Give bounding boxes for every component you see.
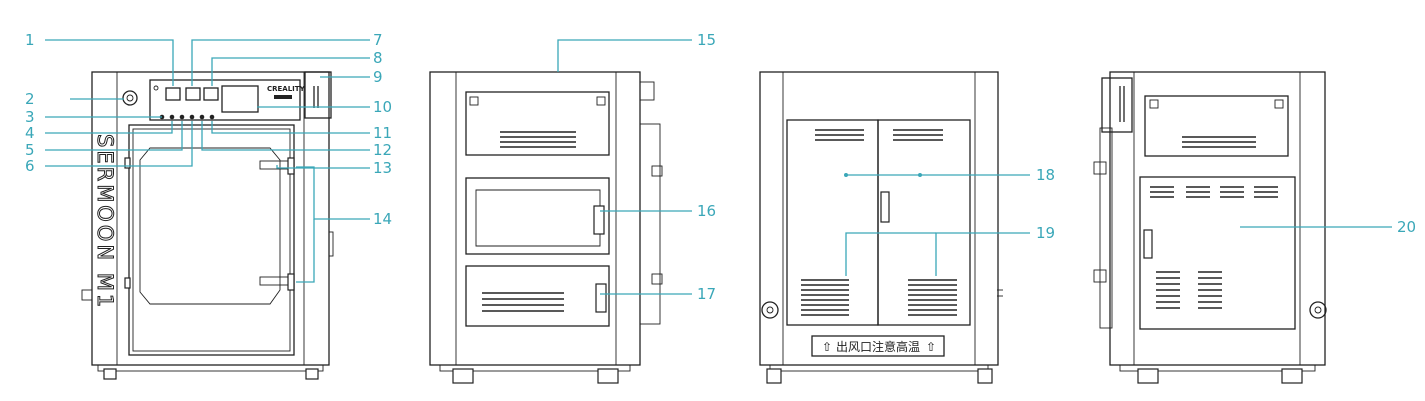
- rear-cabinet: [759, 71, 999, 366]
- callout-2: 2: [25, 90, 35, 108]
- middle-door-handle: [593, 205, 605, 235]
- callout-18: 18: [1036, 166, 1055, 184]
- warning-label-box: [811, 335, 945, 357]
- callout-19: 19: [1036, 224, 1055, 242]
- warning-label: 出风口注意高温: [836, 339, 920, 354]
- front-foot-right: [305, 368, 319, 380]
- callout-15: 15: [697, 31, 716, 49]
- power-knob: [122, 90, 138, 106]
- side-view-2: [1093, 71, 1327, 384]
- display-2: [185, 87, 201, 101]
- upper-vent: [500, 131, 576, 148]
- filament-box: [304, 71, 332, 119]
- svg-text:⇧: ⇧: [822, 340, 832, 354]
- touch-screen: [221, 85, 259, 113]
- callout-14: 14: [373, 210, 392, 228]
- rear-top-vent-right: [893, 129, 943, 141]
- callout-9: 9: [373, 68, 383, 86]
- callout-13: 13: [373, 159, 392, 177]
- side2-upper-vent: [1182, 136, 1256, 148]
- callout-12: 12: [373, 141, 392, 159]
- rear-exhaust-vent-left: [801, 279, 849, 316]
- callout-8: 8: [373, 49, 383, 67]
- callout-labels: 1 2 3 4 5 6 7 8 9 10 11 12 13 14 15 16 1…: [25, 31, 1416, 303]
- panel-buttons: [159, 114, 215, 120]
- caster-right: [597, 368, 619, 384]
- callout-11: 11: [373, 124, 392, 142]
- side-brand-text: SERMOON M1: [93, 134, 117, 310]
- svg-text:⇧: ⇧: [926, 340, 936, 354]
- display-1: [165, 87, 181, 101]
- lower-vent: [482, 292, 564, 312]
- rear-caster-right: [977, 368, 993, 384]
- callout-1: 1: [25, 31, 35, 49]
- front-foot-left: [103, 368, 117, 380]
- rear-view: ⇧ 出风口注意高温 ⇧: [759, 71, 1003, 384]
- front-view: CREALITY SERMOON M1: [81, 71, 334, 380]
- side-view: [429, 71, 663, 384]
- callout-6: 6: [25, 157, 35, 175]
- callout-5: 5: [25, 141, 35, 159]
- rear-exhaust-vent-right: [908, 279, 957, 316]
- callout-4: 4: [25, 124, 35, 142]
- upper-panel: [465, 91, 610, 156]
- callout-leaders: [45, 39, 1392, 295]
- rear-caster-left: [766, 368, 782, 384]
- lower-door: [465, 265, 610, 327]
- electrical-vent-top: [1150, 186, 1278, 198]
- side2-cabinet: [1109, 71, 1326, 366]
- side2-upper-panel: [1144, 95, 1289, 157]
- rear-door-right: [877, 119, 971, 326]
- control-panel: [149, 79, 301, 121]
- electrical-panel: [1139, 176, 1296, 330]
- lower-door-handle: [595, 283, 607, 313]
- middle-door: [465, 177, 610, 255]
- display-3: [203, 87, 219, 101]
- caster-left: [452, 368, 474, 384]
- front-door: [128, 124, 295, 356]
- callout-10: 10: [373, 98, 392, 116]
- rear-top-vent-left: [815, 129, 864, 141]
- callout-17: 17: [697, 285, 716, 303]
- callout-20: 20: [1397, 218, 1416, 236]
- rear-door-handle: [880, 191, 890, 223]
- callout-7: 7: [373, 31, 383, 49]
- electrical-vent-bottom: [1156, 271, 1222, 309]
- callout-3: 3: [25, 108, 35, 126]
- door-window: [139, 147, 281, 305]
- brand-logo: CREALITY: [267, 85, 306, 93]
- callout-16: 16: [697, 202, 716, 220]
